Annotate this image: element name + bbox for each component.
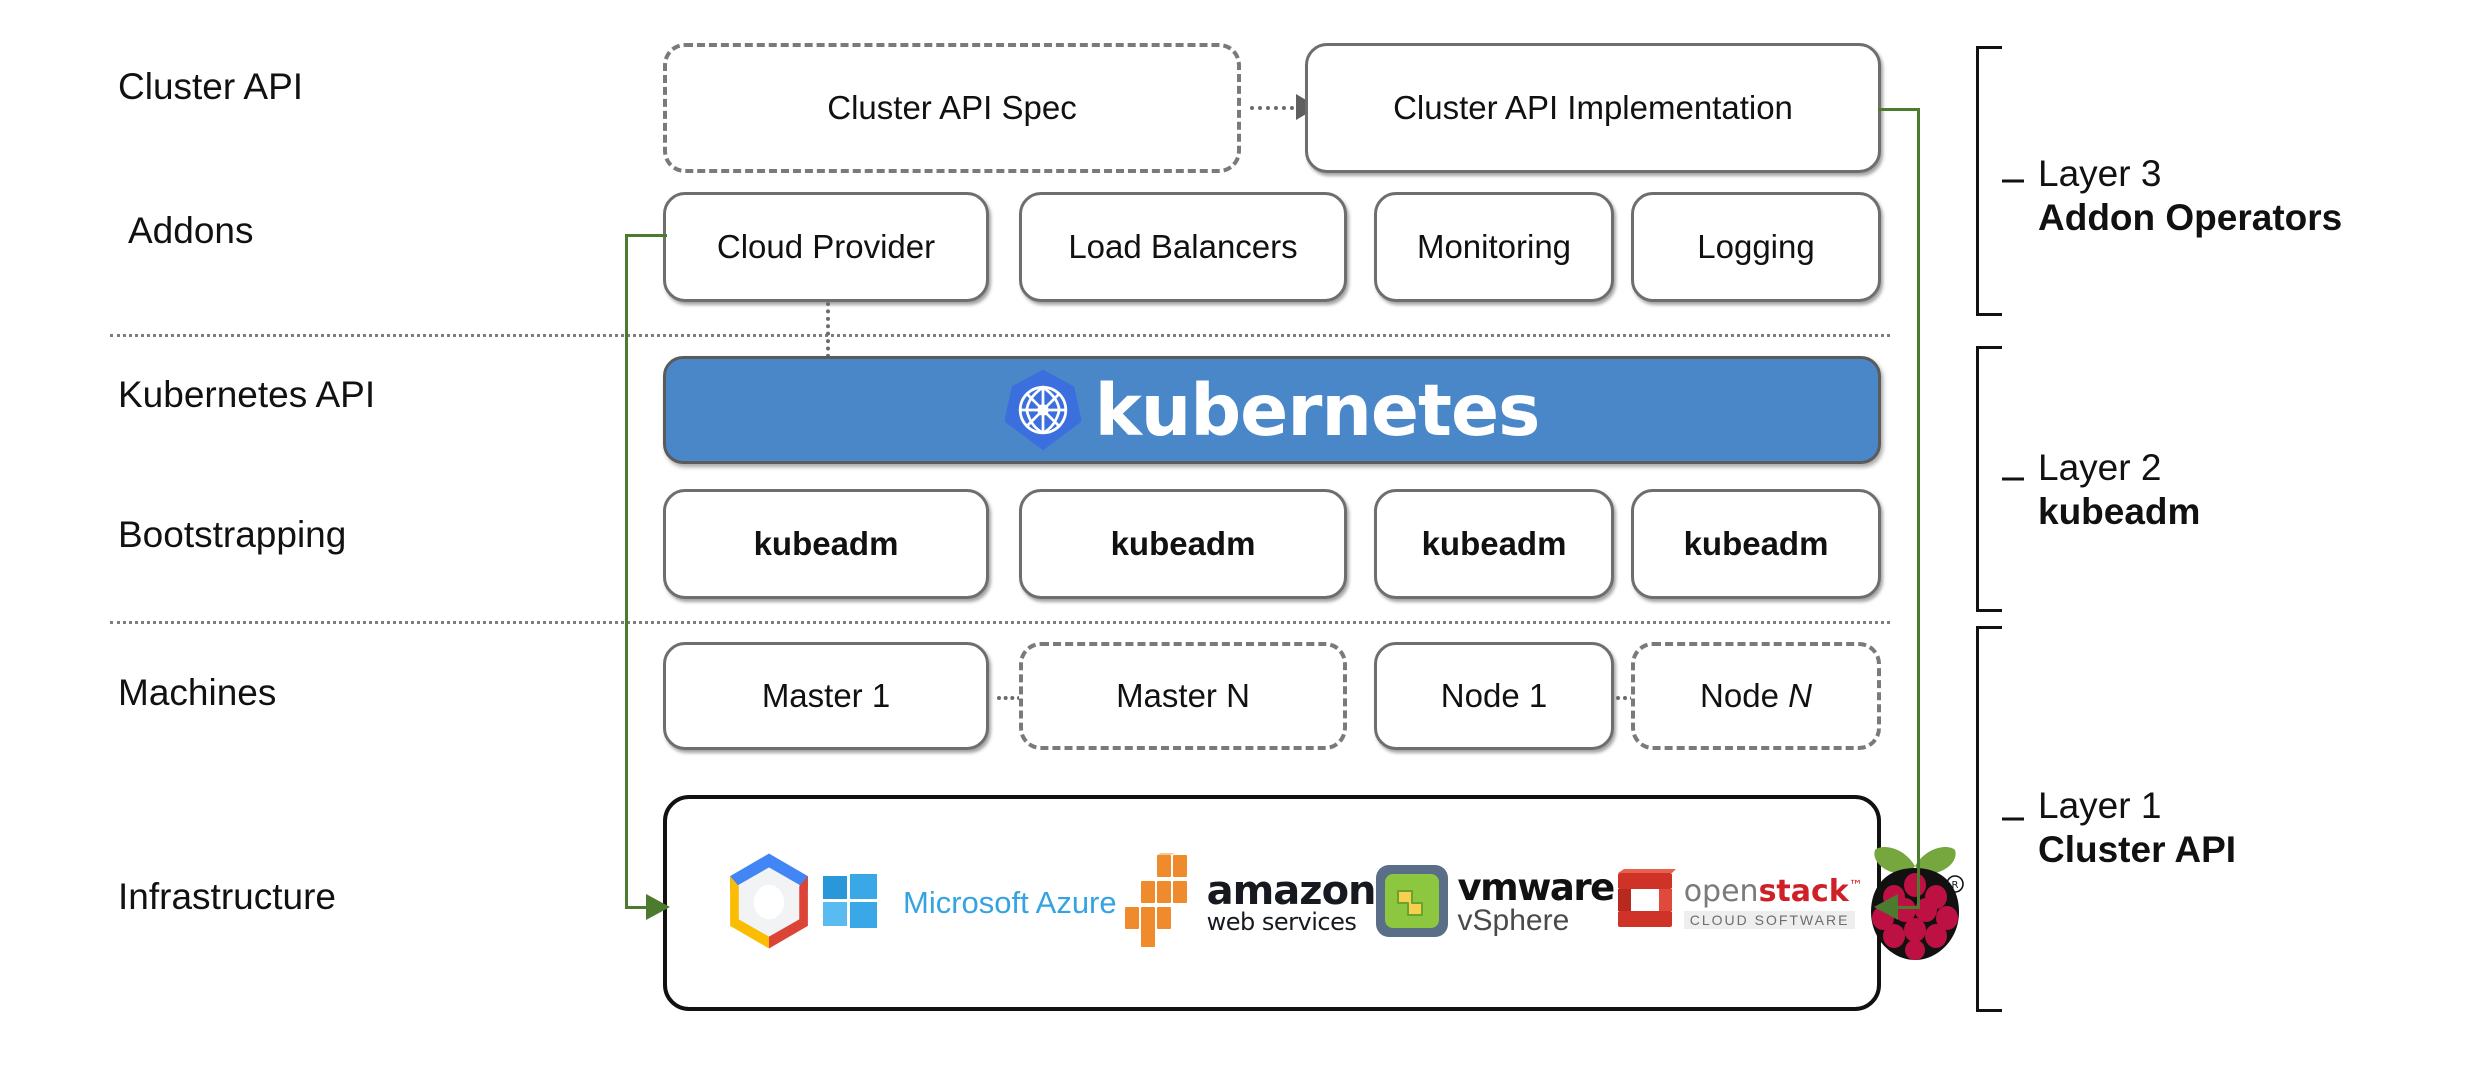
cluster-api-implementation-box[interactable]: Cluster API Implementation xyxy=(1305,43,1881,173)
aws-subtitle: web services xyxy=(1206,908,1357,936)
provider-azure[interactable]: Microsoft Azure xyxy=(823,843,1117,963)
row-label-kubernetes-api: Kubernetes API xyxy=(118,374,376,415)
cloud-provider-green-connector-vertical xyxy=(625,234,628,906)
addon-label: Logging xyxy=(1697,228,1815,266)
layer-2-name: kubeadm xyxy=(2038,490,2201,532)
kubernetes-wordmark: kubernetes xyxy=(1094,368,1541,452)
layer-1-label: Layer 1 Cluster API xyxy=(2038,784,2236,871)
spec-to-implementation-connector xyxy=(1250,106,1302,110)
layer-2-number: Layer 2 xyxy=(2038,447,2162,488)
bootstrap-label: kubeadm xyxy=(1110,525,1256,563)
cluster-api-green-arrowhead xyxy=(1874,894,1898,920)
cloud-provider-green-arrowhead xyxy=(646,894,670,920)
provider-raspberry-pi[interactable]: R xyxy=(1863,843,1967,963)
provider-gcp[interactable] xyxy=(715,843,823,963)
row-label-cluster-api: Cluster API xyxy=(118,66,304,107)
bootstrap-label: kubeadm xyxy=(1421,525,1567,563)
separator-bootstrapping-machines xyxy=(110,621,1890,624)
machine-label-node-n: Node N xyxy=(1700,677,1812,715)
row-label-machines: Machines xyxy=(118,672,277,713)
bootstrap-box-3[interactable]: kubeadm xyxy=(1374,489,1614,599)
machine-box-master-n[interactable]: Master N xyxy=(1019,642,1347,750)
openstack-cube-icon xyxy=(1614,867,1676,940)
machine-label: Master 1 xyxy=(761,677,891,715)
windows-squares-icon xyxy=(823,873,877,933)
provider-vmware[interactable]: vmware vSphere xyxy=(1375,843,1616,963)
layer-1-name: Cluster API xyxy=(2038,828,2237,870)
addon-box-cloud-provider[interactable]: Cloud Provider xyxy=(663,192,989,302)
row-label-bootstrapping: Bootstrapping xyxy=(118,514,347,555)
openstack-word-stack: stack xyxy=(1758,874,1849,909)
vmware-wordmark: vmware xyxy=(1457,866,1616,910)
bootstrap-box-4[interactable]: kubeadm xyxy=(1631,489,1881,599)
layer-1-bracket xyxy=(1976,626,2002,1012)
gcp-hexagon-icon xyxy=(715,847,823,960)
openstack-word-open: open xyxy=(1683,874,1759,909)
layer-3-number: Layer 3 xyxy=(2038,153,2162,194)
master-ellipsis-connector xyxy=(997,696,1021,700)
addon-box-logging[interactable]: Logging xyxy=(1631,192,1881,302)
cluster-api-implementation-label: Cluster API Implementation xyxy=(1393,89,1793,127)
trademark-icon: ™ xyxy=(1848,878,1863,894)
addon-label: Monitoring xyxy=(1416,228,1572,266)
addon-label: Load Balancers xyxy=(1068,228,1298,266)
layer-3-label: Layer 3 Addon Operators xyxy=(2038,152,2342,239)
addon-label: Cloud Provider xyxy=(716,228,936,266)
cluster-api-green-connector-top xyxy=(1878,108,1920,111)
cluster-api-spec-label: Cluster API Spec xyxy=(827,89,1077,127)
machine-box-node-n[interactable]: Node N xyxy=(1631,642,1881,750)
openstack-subtitle: CLOUD SOFTWARE xyxy=(1683,911,1856,929)
addon-box-monitoring[interactable]: Monitoring xyxy=(1374,192,1614,302)
machine-label: Master N xyxy=(1116,677,1250,715)
bootstrap-label: kubeadm xyxy=(753,525,899,563)
cluster-api-spec-box[interactable]: Cluster API Spec xyxy=(663,43,1241,173)
svg-text:R: R xyxy=(1951,880,1958,891)
machine-label: Node xyxy=(1700,677,1789,715)
bootstrap-box-2[interactable]: kubeadm xyxy=(1019,489,1347,599)
layer-3-bracket xyxy=(1976,46,2002,316)
cluster-api-green-connector-bottom xyxy=(1898,906,1920,909)
row-label-addons: Addons xyxy=(128,210,254,251)
kubernetes-helm-wheel-icon xyxy=(1004,368,1081,452)
azure-wordmark: Microsoft Azure xyxy=(903,885,1117,920)
cloud-provider-green-connector-bottom xyxy=(625,906,655,909)
addon-box-load-balancers[interactable]: Load Balancers xyxy=(1019,192,1347,302)
layer-2-bracket xyxy=(1976,346,2002,612)
cloud-provider-green-connector-top xyxy=(625,234,667,237)
layer-1-number: Layer 1 xyxy=(2038,785,2162,826)
vmware-tile-icon xyxy=(1375,864,1448,942)
raspberry-pi-icon: R xyxy=(1863,840,1967,967)
layer-3-name: Addon Operators xyxy=(2038,196,2343,238)
row-label-infrastructure: Infrastructure xyxy=(118,876,336,917)
aws-wordmark: amazon xyxy=(1206,868,1377,914)
layer-2-label: Layer 2 kubeadm xyxy=(2038,446,2200,533)
vsphere-subtitle: vSphere xyxy=(1457,903,1570,937)
provider-aws[interactable]: amazon web services xyxy=(1117,843,1377,963)
node-ellipsis-connector xyxy=(1616,696,1634,700)
machine-box-master-1[interactable]: Master 1 xyxy=(663,642,989,750)
bootstrap-label: kubeadm xyxy=(1683,525,1829,563)
provider-openstack[interactable]: openstack™ CLOUD SOFTWARE xyxy=(1614,843,1863,963)
bootstrap-box-1[interactable]: kubeadm xyxy=(663,489,989,599)
machine-label: Node 1 xyxy=(1440,677,1548,715)
machine-box-node-1[interactable]: Node 1 xyxy=(1374,642,1614,750)
infrastructure-container[interactable]: Microsoft Azure xyxy=(663,795,1964,1011)
openstack-wordmark: openstack™ xyxy=(1684,877,1863,907)
cluster-api-green-connector-vertical xyxy=(1917,108,1920,906)
aws-boxes-icon xyxy=(1117,851,1201,954)
separator-addons-kubernetes xyxy=(110,334,1890,337)
machine-label-italic-suffix: N xyxy=(1788,677,1812,715)
kubernetes-banner[interactable]: kubernetes xyxy=(663,356,1881,464)
cloud-provider-to-kubernetes-connector xyxy=(826,302,830,358)
